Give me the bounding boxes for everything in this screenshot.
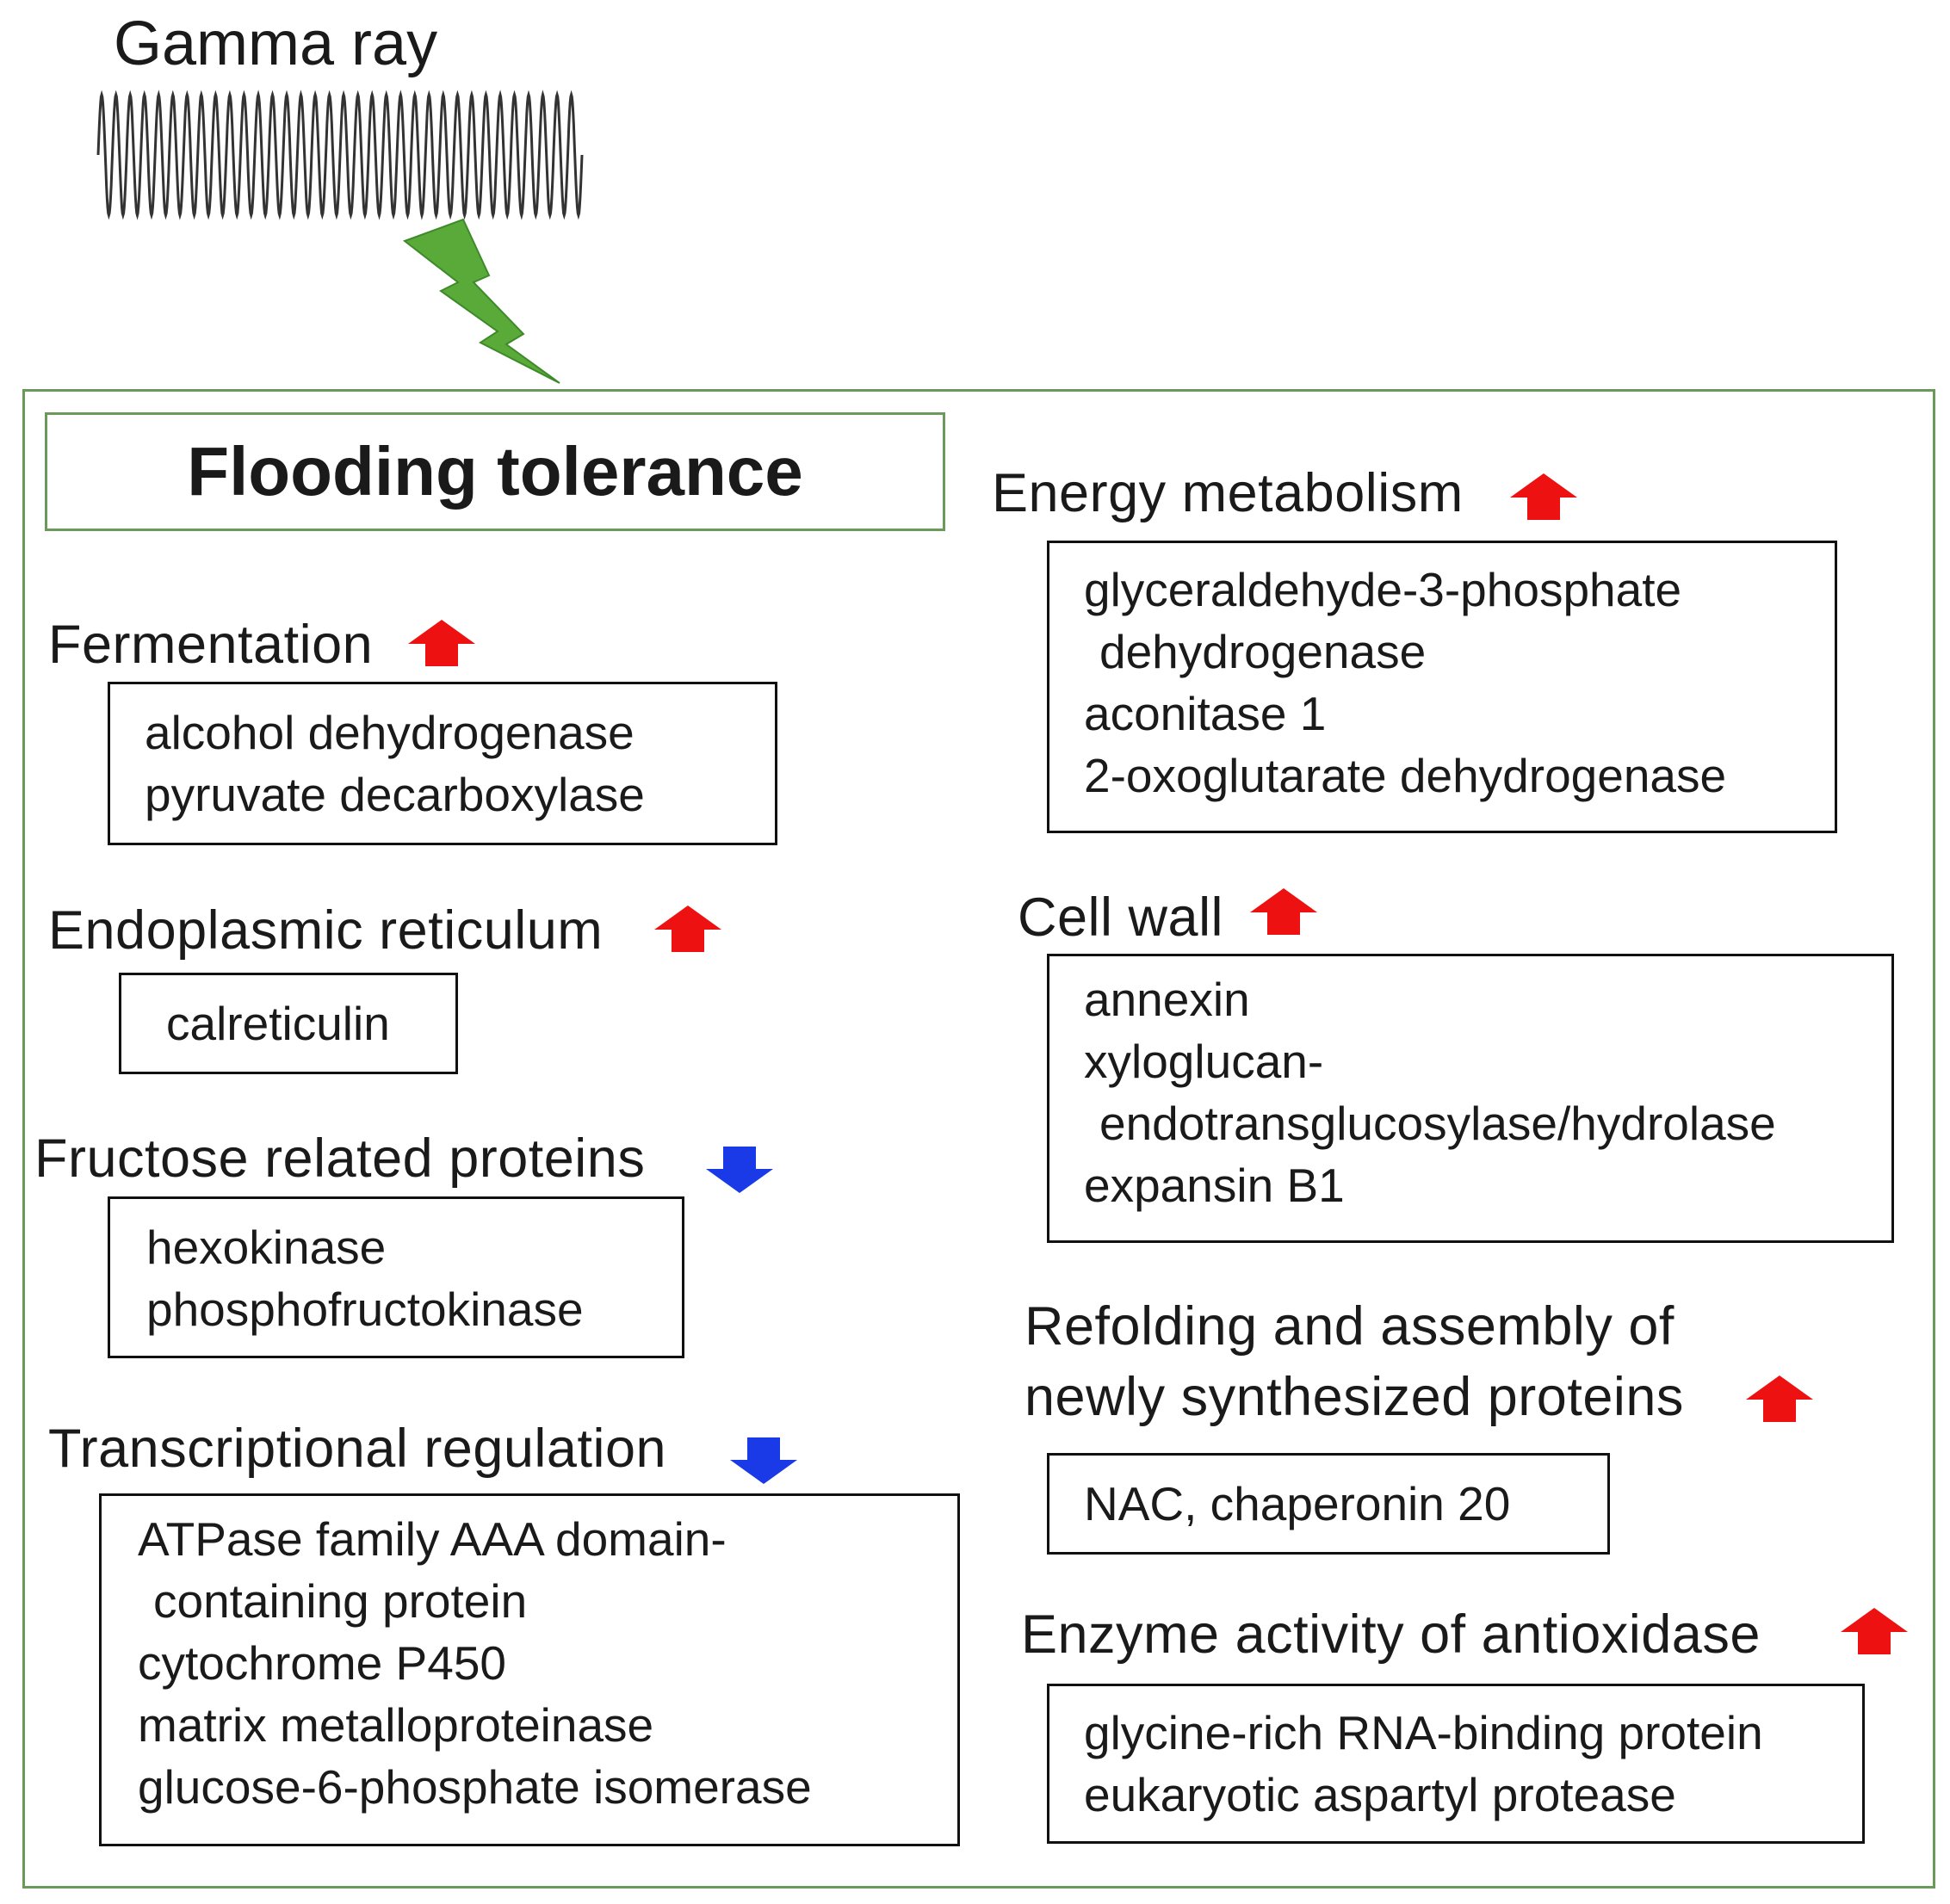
list-item: calreticulin (166, 997, 390, 1050)
list-item: endotransglucosylase/hydrolase (1099, 1097, 1776, 1150)
gamma-wave-icon (96, 90, 584, 220)
list-item: ATPase family AAA domain- (138, 1512, 727, 1566)
list-item: glyceraldehyde-3-phosphate (1084, 563, 1682, 616)
list-item: alcohol dehydrogenase (145, 706, 635, 759)
transcription-title: Transcriptional regulation (48, 1419, 667, 1479)
cellwall-up-arrow-icon (1250, 888, 1317, 935)
er-up-arrow-icon (654, 906, 721, 952)
fermentation-box: alcohol dehydrogenase pyruvate decarboxy… (108, 682, 777, 845)
list-item: cytochrome P450 (138, 1636, 506, 1690)
list-item: containing protein (153, 1574, 528, 1628)
list-item: glycine-rich RNA-binding protein (1084, 1706, 1763, 1759)
refolding-title-line1: Refolding and assembly of (1025, 1296, 1675, 1357)
list-item: expansin B1 (1084, 1159, 1345, 1212)
list-item: eukaryotic aspartyl protease (1084, 1768, 1676, 1821)
list-item: xyloglucan- (1084, 1035, 1324, 1088)
energy-box: glyceraldehyde-3-phosphate dehydrogenase… (1047, 541, 1837, 833)
list-item: phosphofructokinase (146, 1283, 584, 1336)
refolding-up-arrow-icon (1746, 1375, 1813, 1422)
list-item: pyruvate decarboxylase (145, 768, 645, 821)
fructose-down-arrow-icon (706, 1147, 773, 1193)
list-item: matrix metalloproteinase (138, 1698, 654, 1752)
antioxidase-title: Enzyme activity of antioxidase (1021, 1604, 1761, 1665)
refolding-title-line2: newly synthesized proteins (1025, 1367, 1684, 1427)
flooding-tolerance-header: Flooding tolerance (45, 412, 945, 531)
antioxidase-up-arrow-icon (1841, 1608, 1908, 1654)
cellwall-box: annexin xyloglucan- endotransglucosylase… (1047, 954, 1894, 1243)
list-item: 2-oxoglutarate dehydrogenase (1084, 749, 1727, 802)
gamma-ray-label: Gamma ray (114, 9, 438, 78)
fermentation-title: Fermentation (48, 615, 374, 675)
list-item: annexin (1084, 973, 1250, 1026)
list-item: hexokinase (146, 1221, 387, 1274)
transcription-box: ATPase family AAA domain- containing pro… (99, 1493, 960, 1846)
cellwall-title: Cell wall (1018, 887, 1224, 948)
list-item: aconitase 1 (1084, 687, 1327, 740)
list-item: dehydrogenase (1099, 625, 1427, 678)
flooding-tolerance-title: Flooding tolerance (187, 433, 803, 510)
energy-title: Energy metabolism (992, 463, 1464, 523)
antioxidase-box: glycine-rich RNA-binding protein eukaryo… (1047, 1684, 1865, 1844)
fructose-box: hexokinase phosphofructokinase (108, 1196, 684, 1358)
er-box: calreticulin (119, 973, 458, 1074)
lightning-bolt-icon (402, 218, 560, 384)
er-title: Endoplasmic reticulum (48, 900, 604, 961)
energy-up-arrow-icon (1510, 473, 1577, 520)
fermentation-up-arrow-icon (408, 620, 475, 666)
transcription-down-arrow-icon (730, 1437, 797, 1484)
refolding-box: NAC, chaperonin 20 (1047, 1453, 1610, 1555)
fructose-title: Fructose related proteins (34, 1128, 646, 1189)
flooding-tolerance-frame (22, 389, 1935, 1889)
list-item: glucose-6-phosphate isomerase (138, 1760, 812, 1814)
list-item: NAC, chaperonin 20 (1084, 1477, 1511, 1530)
